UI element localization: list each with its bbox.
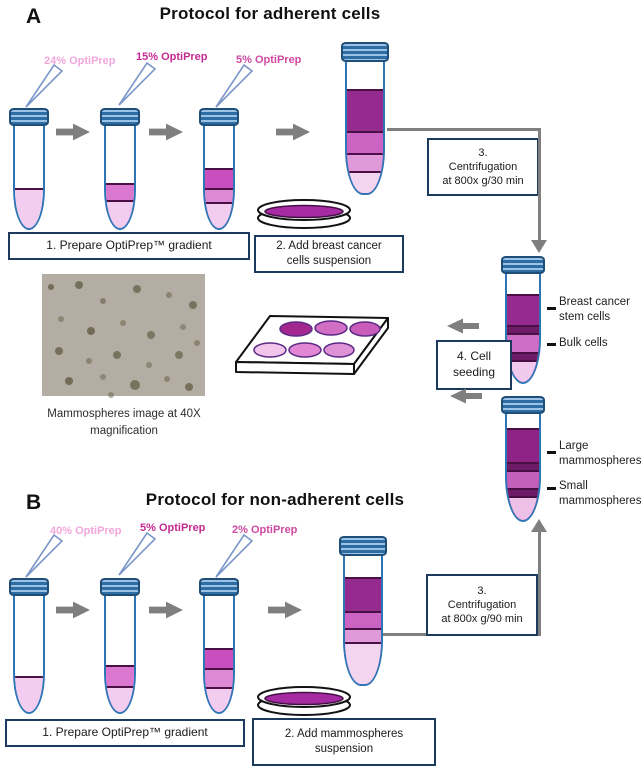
tube-body <box>13 118 45 230</box>
centrifuge-tube-a1 <box>9 108 49 230</box>
petri-dish-icon <box>257 686 351 716</box>
reagent-label-40-optiprep: 40% OptiPrep <box>50 525 122 537</box>
tube-body <box>104 118 136 230</box>
centrifuge-tube-b1 <box>9 578 49 714</box>
stem-cells-label-line1: Breast cancer <box>559 296 630 308</box>
micrograph-caption: Mammospheres image at 40X magnification <box>24 406 224 439</box>
step3-box-b: 3. Centrifugation at 800x g/90 min <box>426 574 538 636</box>
loaded-gradient-tube-b <box>339 536 387 686</box>
arrow-right-icon <box>276 123 310 141</box>
bulk-cells-label: Bulk cells <box>559 337 608 349</box>
connector-line <box>538 531 541 635</box>
small-mammospheres-label-line2: mammospheres <box>559 495 641 507</box>
step3-line3: at 800x g/90 min <box>441 613 523 626</box>
centrifuge-tube-b2 <box>100 578 140 714</box>
tube-body <box>203 588 235 714</box>
panel-a-title: Protocol for adherent cells <box>159 4 381 23</box>
centrifuge-tube-a3 <box>199 108 239 230</box>
small-mammospheres-label-line1: Small <box>559 480 588 492</box>
mammosphere-spots <box>48 284 54 290</box>
connector-line <box>387 128 541 131</box>
tube-cap-icon <box>341 42 389 62</box>
separated-tube-mammospheres <box>501 396 545 522</box>
arrow-right-icon <box>56 601 90 619</box>
petri-dish-icon <box>257 199 351 229</box>
tube-body <box>203 118 235 230</box>
step1-box-b: 1. Prepare OptiPrep™ gradient <box>5 719 245 747</box>
pipette-icon <box>215 63 254 108</box>
tube-cap-icon <box>501 256 545 274</box>
step3-line1: 3. <box>477 584 487 597</box>
tube-body <box>505 406 541 522</box>
tube-cap-icon <box>199 108 239 126</box>
step3-line2: Centrifugation <box>447 598 517 611</box>
pipette-icon <box>118 61 157 106</box>
centrifuge-tube-a2 <box>100 108 140 230</box>
tube-cap-icon <box>100 578 140 596</box>
well-plate-icon <box>235 315 389 375</box>
step3-line1: 3. <box>478 146 488 159</box>
tube-cap-icon <box>501 396 545 414</box>
arrow-up-icon <box>531 519 547 532</box>
panel-a-label: A <box>26 5 42 28</box>
micrograph-caption-line1: Mammospheres image at 40X <box>47 408 201 420</box>
step2-box-a: 2. Add breast cancer cells suspension <box>254 235 404 273</box>
step1-box-a: 1. Prepare OptiPrep™ gradient <box>8 232 250 260</box>
step4-line1: 4. Cell <box>456 349 491 364</box>
arrow-right-icon <box>268 601 302 619</box>
panel-b-label: B <box>26 491 42 514</box>
mammospheres-micrograph <box>42 274 205 396</box>
reagent-label-5-optiprep: 5% OptiPrep <box>236 54 302 66</box>
step4-line2: seeding <box>452 365 496 379</box>
step3-line3: at 800x g/30 min <box>442 175 524 188</box>
arrow-right-icon <box>149 601 183 619</box>
step2-line1: 2. Add breast cancer <box>276 240 382 253</box>
step2-line2: suspension <box>314 743 374 755</box>
connector-line <box>538 128 541 242</box>
step3-box-a: 3. Centrifugation at 800x g/30 min <box>427 138 539 196</box>
band-tick <box>547 451 556 454</box>
tube-cap-icon <box>339 536 387 556</box>
arrow-down-icon <box>531 240 547 253</box>
tube-body <box>345 55 385 195</box>
tube-cap-icon <box>9 578 49 596</box>
tube-body <box>505 266 541 384</box>
step2-box-b: 2. Add mammospheres suspension <box>252 718 436 766</box>
separated-tube-cells <box>501 256 545 384</box>
loaded-gradient-tube-a <box>341 42 389 195</box>
tube-body <box>343 549 383 686</box>
step1-text: 1. Prepare OptiPrep™ gradient <box>42 725 208 740</box>
reagent-label-5b-optiprep: 5% OptiPrep <box>140 522 206 534</box>
stem-cells-label-line2: stem cells <box>559 311 611 323</box>
tube-body <box>13 588 45 714</box>
arrow-right-icon <box>149 123 183 141</box>
arrow-right-icon <box>56 123 90 141</box>
pipette-icon <box>25 533 64 578</box>
step1-text: 1. Prepare OptiPrep™ gradient <box>46 238 212 253</box>
step2-line2: cells suspension <box>286 255 372 267</box>
step2-line1: 2. Add mammospheres <box>284 728 404 741</box>
pipette-icon <box>215 533 254 578</box>
reagent-label-15-optiprep: 15% OptiPrep <box>136 51 208 63</box>
arrow-left-icon <box>447 318 479 334</box>
tube-body <box>104 588 136 714</box>
reagent-label-24-optiprep: 24% OptiPrep <box>44 55 116 67</box>
reagent-label-2-optiprep: 2% OptiPrep <box>232 524 298 536</box>
band-tick <box>547 307 556 310</box>
micrograph-caption-line2: magnification <box>90 424 158 437</box>
band-tick <box>547 487 556 490</box>
large-mammospheres-label-line1: Large <box>559 440 589 452</box>
pipette-icon <box>118 531 157 576</box>
pipette-icon <box>25 63 64 108</box>
band-tick <box>547 343 556 346</box>
tube-cap-icon <box>199 578 239 596</box>
panel-b-title: Protocol for non-adherent cells <box>145 490 405 509</box>
tube-cap-icon <box>100 108 140 126</box>
centrifuge-tube-b3 <box>199 578 239 714</box>
step4-box: 4. Cell seeding <box>436 340 512 390</box>
tube-cap-icon <box>9 108 49 126</box>
large-mammospheres-label-line2: mammospheres <box>559 455 641 467</box>
step3-line2: Centrifugation <box>448 160 518 173</box>
